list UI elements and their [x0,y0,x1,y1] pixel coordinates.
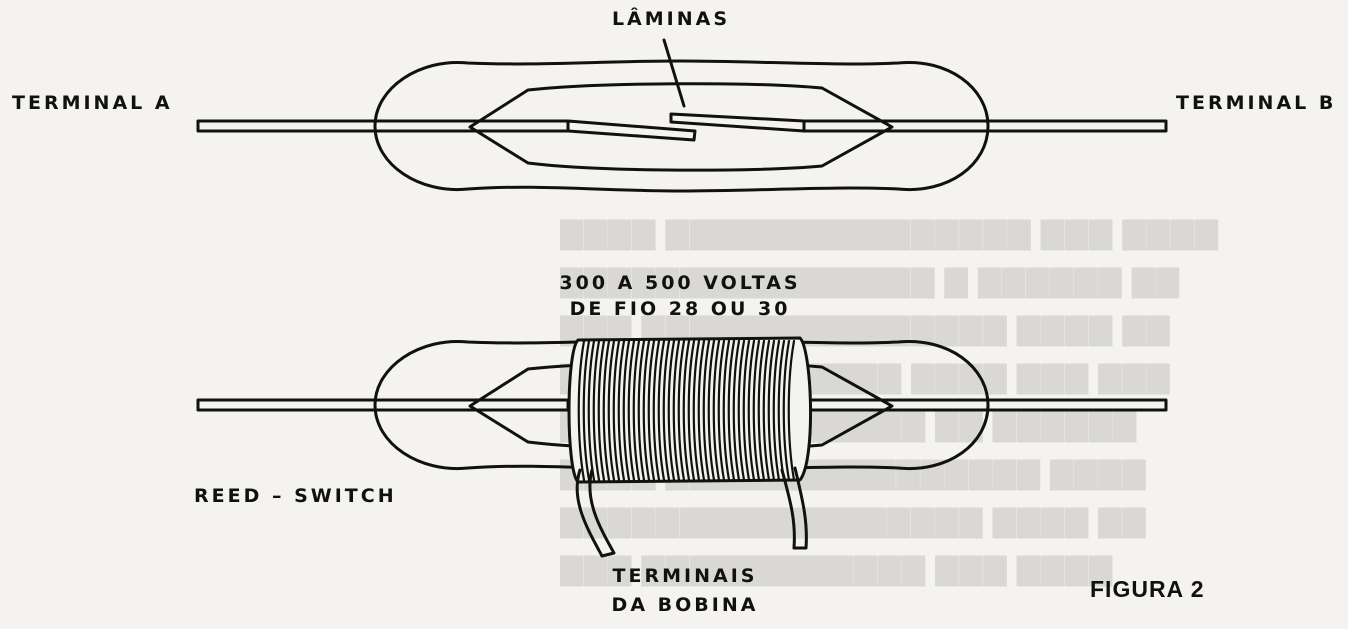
coil-turn [712,339,721,482]
glass-envelope-inner-top [468,82,894,172]
terminal-a-lead [196,119,570,133]
coil-turn [607,339,616,482]
coil-turn [637,339,646,482]
coil-turn [677,339,686,482]
coil-turn [687,339,696,482]
coil-turn [702,339,711,482]
coil-turn [657,339,666,482]
coil-turn [742,339,751,482]
coil-turn [662,339,671,482]
coil-turn [782,339,791,482]
figure-caption: FIGURA 2 [1090,576,1205,602]
coil-turns-label-line2: DE FIO 28 OU 30 [569,298,791,320]
coil-turn [577,339,586,482]
lamina-right [669,112,806,133]
coil-turn [767,339,776,482]
coil-turn [732,339,741,482]
coil-turn [772,339,781,482]
coil-turn [627,339,636,482]
coil-turn [602,339,611,482]
reed-switch-top [196,38,1168,193]
coil-turns-label-line1: 300 A 500 VOLTAS [559,272,801,294]
laminas-pointer [662,38,686,108]
reed-switch-label: REED – SWITCH [194,485,397,507]
coil-turn [697,339,706,482]
terminal-lead-left-bottom [196,398,570,412]
coil-turn [737,339,746,482]
coil-turn [592,339,601,482]
coil-winding [567,336,813,558]
coil-turn [597,339,606,482]
coil-turn [667,339,676,482]
glass-envelope-outer-top [373,59,990,193]
coil-turn [622,339,631,482]
coil-turn [722,339,731,482]
lamina-left [566,119,697,142]
bleed-through-text-right: ▇ ▇▇▇▇ ▇▇▇▇▇▇▇▇ ▇▇▇ ▇▇▇▇▇ ▇▇▇▇▇▇ ▇▇ ▇ ▇▇… [700,217,1219,586]
coil-turn [787,339,796,482]
coil-turn [672,339,681,482]
coil-terminals-label-line1: TERMINAIS [612,565,758,587]
terminal-a-label: TERMINAL A [12,92,173,114]
terminal-lead-right-bottom [802,398,1168,412]
coil-turn [617,339,626,482]
coil-turn [612,339,621,482]
coil-turn [652,339,661,482]
terminal-b-label: TERMINAL B [1176,92,1337,114]
coil-turn [747,339,756,482]
coil-turn [707,339,716,482]
coil-turn [692,339,701,482]
coil-lead-right [780,466,808,550]
coil-turn [717,339,726,482]
terminal-b-lead [802,119,1168,133]
coil-terminals-label-line2: DA BOBINA [611,594,759,616]
coil-turn [632,339,641,482]
laminas-label: LÂMINAS [611,8,731,30]
coil-turn [587,339,596,482]
reed-switch-bottom [196,336,1168,558]
coil-turn [752,339,761,482]
coil-turn [727,339,736,482]
coil-turn [642,339,651,482]
coil-turn [682,339,691,482]
coil-turn [582,339,591,482]
coil-turn [647,339,656,482]
coil-lead-left [575,468,616,558]
coil-turn [777,339,786,482]
coil-turn [762,339,771,482]
coil-turn [757,339,766,482]
